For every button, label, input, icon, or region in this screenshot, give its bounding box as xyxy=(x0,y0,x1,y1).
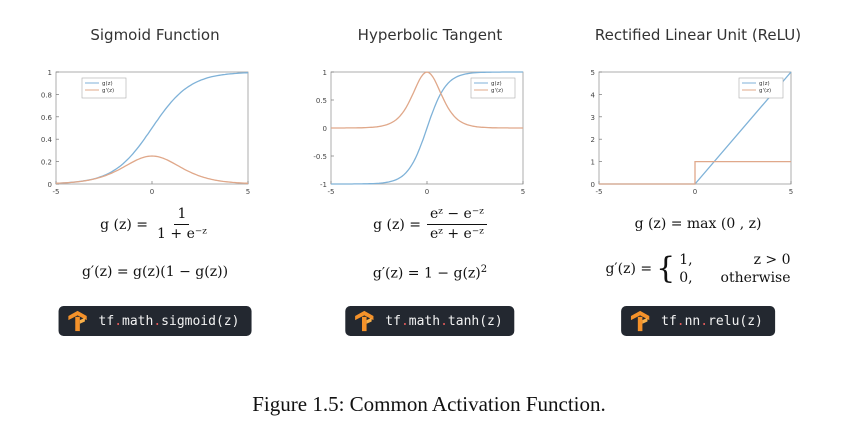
legend-label: g'(z) xyxy=(102,88,114,94)
y-tick-label: 1 xyxy=(48,69,52,77)
tensorflow-logo-icon xyxy=(630,310,650,332)
x-tick-label: -5 xyxy=(596,188,603,196)
y-tick-label: 1 xyxy=(323,69,327,77)
y-tick-label: 2 xyxy=(591,136,595,144)
y-tick-label: 0.5 xyxy=(316,97,327,105)
tensorflow-logo-icon xyxy=(355,310,374,332)
formula-lhs: g′(z) = xyxy=(605,261,653,277)
sigmoid-title: Sigmoid Function xyxy=(90,26,220,44)
series-line-g-prime xyxy=(599,160,791,185)
x-tick-label: 0 xyxy=(425,188,429,196)
denominator: eᶻ + e⁻ᶻ xyxy=(430,226,484,242)
tf-sigmoid-code: tf.math.sigmoid(z) xyxy=(98,313,240,329)
relu-formula: g (z) = max (0 , z) xyxy=(634,216,762,232)
relu-title: Rectified Linear Unit (ReLU) xyxy=(594,26,802,44)
x-tick-label: -5 xyxy=(328,188,335,196)
y-tick-label: 0.6 xyxy=(41,114,53,122)
tanh-formula: g (z) = eᶻ − e⁻ᶻ eᶻ + e⁻ᶻ xyxy=(295,207,565,242)
case-rows: 1,z > 0 0,otherwise xyxy=(679,252,791,286)
y-tick-label: -0.5 xyxy=(313,153,327,161)
tanh-title: Hyperbolic Tangent xyxy=(357,26,503,44)
fraction: eᶻ − e⁻ᶻ eᶻ + e⁻ᶻ xyxy=(427,207,487,242)
formula-lhs: g (z) = xyxy=(373,216,422,233)
y-tick-label: 3 xyxy=(591,114,595,122)
y-tick-label: 0.4 xyxy=(41,136,53,144)
y-tick-label: 0 xyxy=(591,181,595,189)
tf-sigmoid-badge: tf.math.sigmoid(z) xyxy=(58,306,252,336)
y-tick-label: -1 xyxy=(320,181,327,189)
legend-label: g'(z) xyxy=(759,88,771,94)
x-tick-label: 5 xyxy=(521,188,525,196)
legend-label: g(z) xyxy=(759,81,770,87)
y-tick-label: 0.2 xyxy=(41,159,52,167)
y-tick-label: 4 xyxy=(591,91,596,99)
y-tick-label: 0 xyxy=(323,125,327,133)
numerator: eᶻ − e⁻ᶻ xyxy=(427,207,487,225)
y-tick-label: 0 xyxy=(48,181,52,189)
x-tick-label: 0 xyxy=(150,188,154,196)
figure-caption: Figure 1.5: Common Activation Function. xyxy=(252,392,606,416)
x-tick-label: 0 xyxy=(693,188,697,196)
legend-label: g(z) xyxy=(102,81,113,87)
tensorflow-logo-icon xyxy=(68,310,87,332)
relu-derivative: g′(z) = { 1,z > 0 0,otherwise xyxy=(563,252,833,286)
tanh-panel: Hyperbolic Tangent -1 -0.5 0 0.5 1 -5 0 5 g(z)g'… xyxy=(295,0,565,350)
sigmoid-derivative: g′(z) = g(z)(1 − g(z)) xyxy=(81,264,229,280)
formula-lhs: g (z) = xyxy=(100,216,149,233)
legend-label: g(z) xyxy=(491,81,502,87)
tf-tanh-code: tf.math.tanh(z) xyxy=(385,313,503,329)
series-line-g-prime xyxy=(55,155,249,184)
y-tick-label: 1 xyxy=(591,159,595,167)
fraction: 1 1 + e⁻ᶻ xyxy=(154,207,210,242)
left-brace: { xyxy=(656,251,676,286)
tf-tanh-badge: tf.math.tanh(z) xyxy=(345,306,515,336)
denominator: 1 + e⁻ᶻ xyxy=(157,226,207,242)
sigmoid-formula: g (z) = 1 1 + e⁻ᶻ xyxy=(20,207,290,242)
tanh-chart: -1 -0.5 0 0.5 1 -5 0 5 g(z)g'(z) xyxy=(313,69,525,196)
tf-relu-code: tf.nn.relu(z) xyxy=(661,313,763,329)
series-line-g xyxy=(331,71,523,185)
tf-relu-badge: tf.nn.relu(z) xyxy=(621,306,775,336)
y-tick-label: 5 xyxy=(591,69,595,77)
legend-label: g'(z) xyxy=(491,88,503,94)
series-line-g-prime xyxy=(331,71,523,129)
tanh-derivative: g′(z) = 1 − g(z)2 xyxy=(372,264,488,282)
x-tick-label: -5 xyxy=(53,188,60,196)
numerator: 1 xyxy=(174,207,190,225)
x-tick-label: 5 xyxy=(246,188,250,196)
y-tick-label: 0.8 xyxy=(41,91,52,99)
x-tick-label: 5 xyxy=(789,188,793,196)
